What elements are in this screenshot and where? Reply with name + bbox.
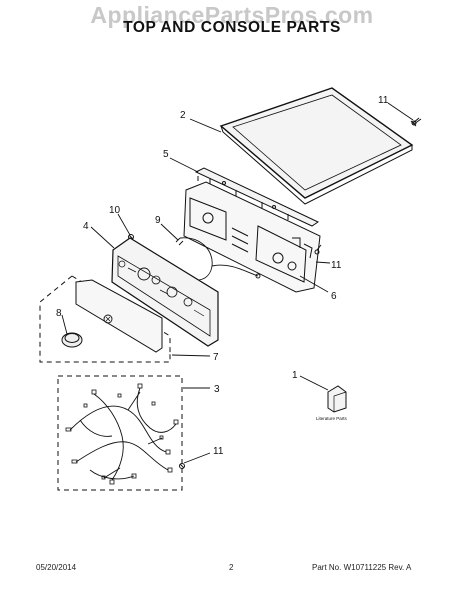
callout-3: 3 (214, 384, 220, 395)
callout-8: 8 (56, 308, 62, 319)
part-11-screw-middle (314, 244, 322, 255)
part-7-assembly-group (39, 275, 171, 363)
watermark: AppliancePartsPros.com (90, 2, 374, 28)
page-title: TOP AND CONSOLE PARTS (123, 19, 341, 36)
callout-4: 4 (83, 221, 89, 232)
callout-9: 9 (155, 215, 161, 226)
literature-label: Literature Parts (316, 416, 348, 421)
callout-6: 6 (331, 291, 337, 302)
callout-11-middle: 11 (331, 260, 342, 271)
part-11-screw-bottom (179, 463, 185, 469)
callout-11-top: 11 (378, 95, 389, 106)
part-11-screw-top (410, 117, 422, 127)
footer-date: 05/20/2014 (36, 563, 77, 572)
part-3-main-harness (57, 375, 183, 491)
part-5-bracket (194, 167, 320, 227)
callout-2: 2 (180, 110, 186, 121)
part-6-console-frame (183, 181, 321, 293)
callout-10: 10 (109, 205, 121, 216)
callout-5: 5 (163, 149, 169, 160)
part-2-top-panel (219, 87, 414, 205)
callout-7: 7 (213, 352, 219, 363)
part-4-console-panel (111, 237, 219, 347)
footer-part-number: Part No. W10711225 Rev. A (312, 563, 412, 572)
callout-11-bottom: 11 (213, 446, 224, 457)
part-1-literature (327, 385, 347, 413)
footer-page-number: 2 (229, 563, 234, 572)
leader-lines (61, 102, 414, 464)
callout-1: 1 (292, 370, 298, 381)
